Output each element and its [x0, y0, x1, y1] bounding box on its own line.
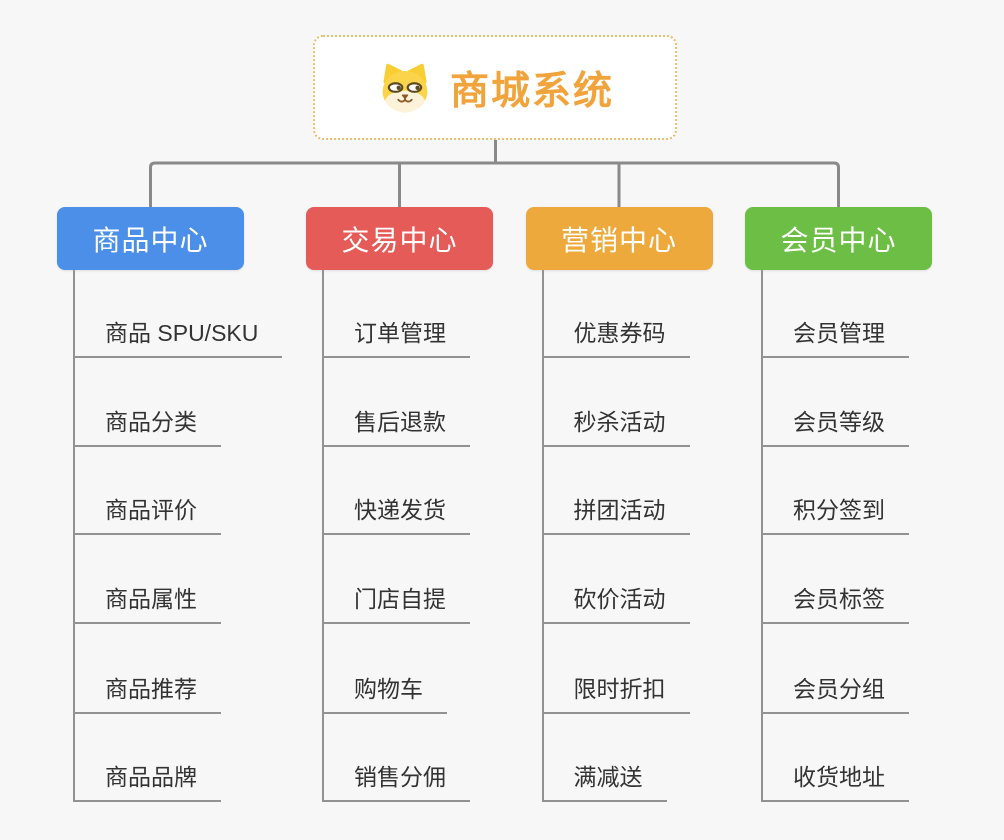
leaf-item[interactable]: 购物车	[322, 672, 447, 714]
leaf-item[interactable]: 拼团活动	[541, 493, 690, 535]
leaf-item[interactable]: 门店自提	[322, 582, 470, 624]
leaf-item[interactable]: 售后退款	[322, 405, 470, 447]
leaf-item[interactable]: 商品品牌	[73, 760, 221, 802]
leaf-item[interactable]: 会员标签	[761, 582, 909, 624]
branch-trunk-line	[73, 270, 75, 802]
leaf-item[interactable]: 会员分组	[761, 672, 909, 714]
leaf-item[interactable]: 会员管理	[761, 316, 909, 358]
leaf-item[interactable]: 订单管理	[322, 316, 470, 358]
leaf-item[interactable]: 收货地址	[761, 760, 909, 802]
leaf-item[interactable]: 商品分类	[73, 405, 221, 447]
leaf-item[interactable]: 商品推荐	[73, 672, 221, 714]
branch-node-4[interactable]: 会员中心	[745, 207, 932, 270]
root-title: 商城系统	[449, 69, 614, 113]
branch-node-2[interactable]: 交易中心	[306, 207, 493, 270]
branch-label: 营销中心	[560, 224, 677, 256]
shiba-dog-icon	[376, 62, 434, 114]
leaf-item[interactable]: 满减送	[541, 760, 667, 802]
branch-label: 商品中心	[92, 224, 209, 256]
root-node[interactable]: 商城系统	[313, 35, 677, 140]
leaf-item[interactable]: 会员等级	[761, 405, 909, 447]
leaf-item[interactable]: 限时折扣	[541, 672, 690, 714]
leaf-item[interactable]: 积分签到	[761, 493, 909, 535]
leaf-item[interactable]: 商品 SPU/SKU	[73, 316, 283, 358]
leaf-item[interactable]: 销售分佣	[322, 760, 470, 802]
branch-label: 交易中心	[341, 224, 458, 256]
branch-trunk-line	[322, 270, 324, 802]
leaf-item[interactable]: 快递发货	[322, 493, 470, 535]
branch-trunk-line	[541, 270, 544, 802]
branch-node-3[interactable]: 营销中心	[525, 207, 713, 270]
leaf-item[interactable]: 砍价活动	[541, 582, 690, 624]
branch-trunk-line	[761, 270, 763, 802]
leaf-item[interactable]: 优惠券码	[541, 316, 690, 358]
leaf-item[interactable]: 商品评价	[73, 493, 221, 535]
leaf-item[interactable]: 商品属性	[73, 582, 221, 624]
branch-node-1[interactable]: 商品中心	[57, 207, 244, 270]
branch-label: 会员中心	[780, 224, 897, 256]
leaf-item[interactable]: 秒杀活动	[541, 405, 690, 447]
